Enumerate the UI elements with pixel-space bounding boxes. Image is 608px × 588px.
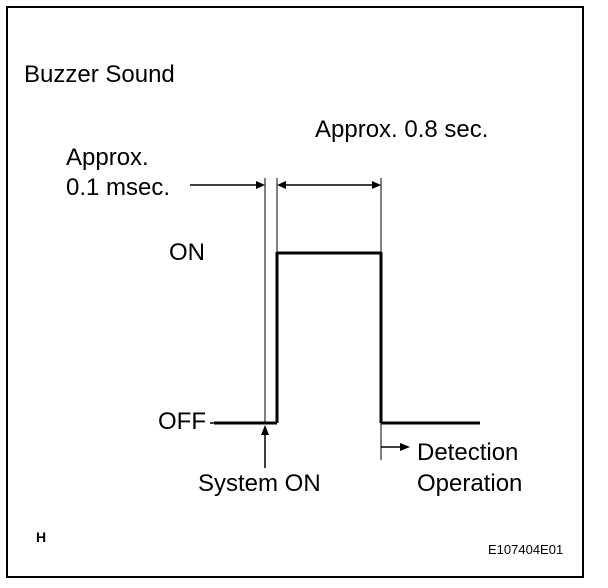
diagram-frame [6, 6, 584, 578]
off-label: OFF [158, 408, 206, 435]
approx-long-label: Approx. 0.8 sec. [315, 116, 489, 143]
system-on-arrowhead [261, 425, 269, 435]
short-dim-arrowhead-right [277, 181, 286, 189]
long-dim-arrowhead-right [372, 181, 381, 189]
approx-short-label-line2: 0.1 msec. [66, 174, 171, 201]
diagram-title: Buzzer Sound [24, 61, 175, 88]
figure-code: E107404E01 [488, 542, 564, 557]
short-dim-arrowhead-left [256, 181, 265, 189]
detection-label-line2: Operation [417, 470, 523, 497]
on-label: ON [169, 239, 205, 266]
corner-letter: H [36, 529, 47, 545]
detection-arrowhead [400, 443, 410, 451]
detection-label-line1: Detection [417, 439, 519, 466]
system-on-label: System ON [198, 470, 321, 497]
approx-short-label-line1: Approx. [66, 144, 149, 171]
